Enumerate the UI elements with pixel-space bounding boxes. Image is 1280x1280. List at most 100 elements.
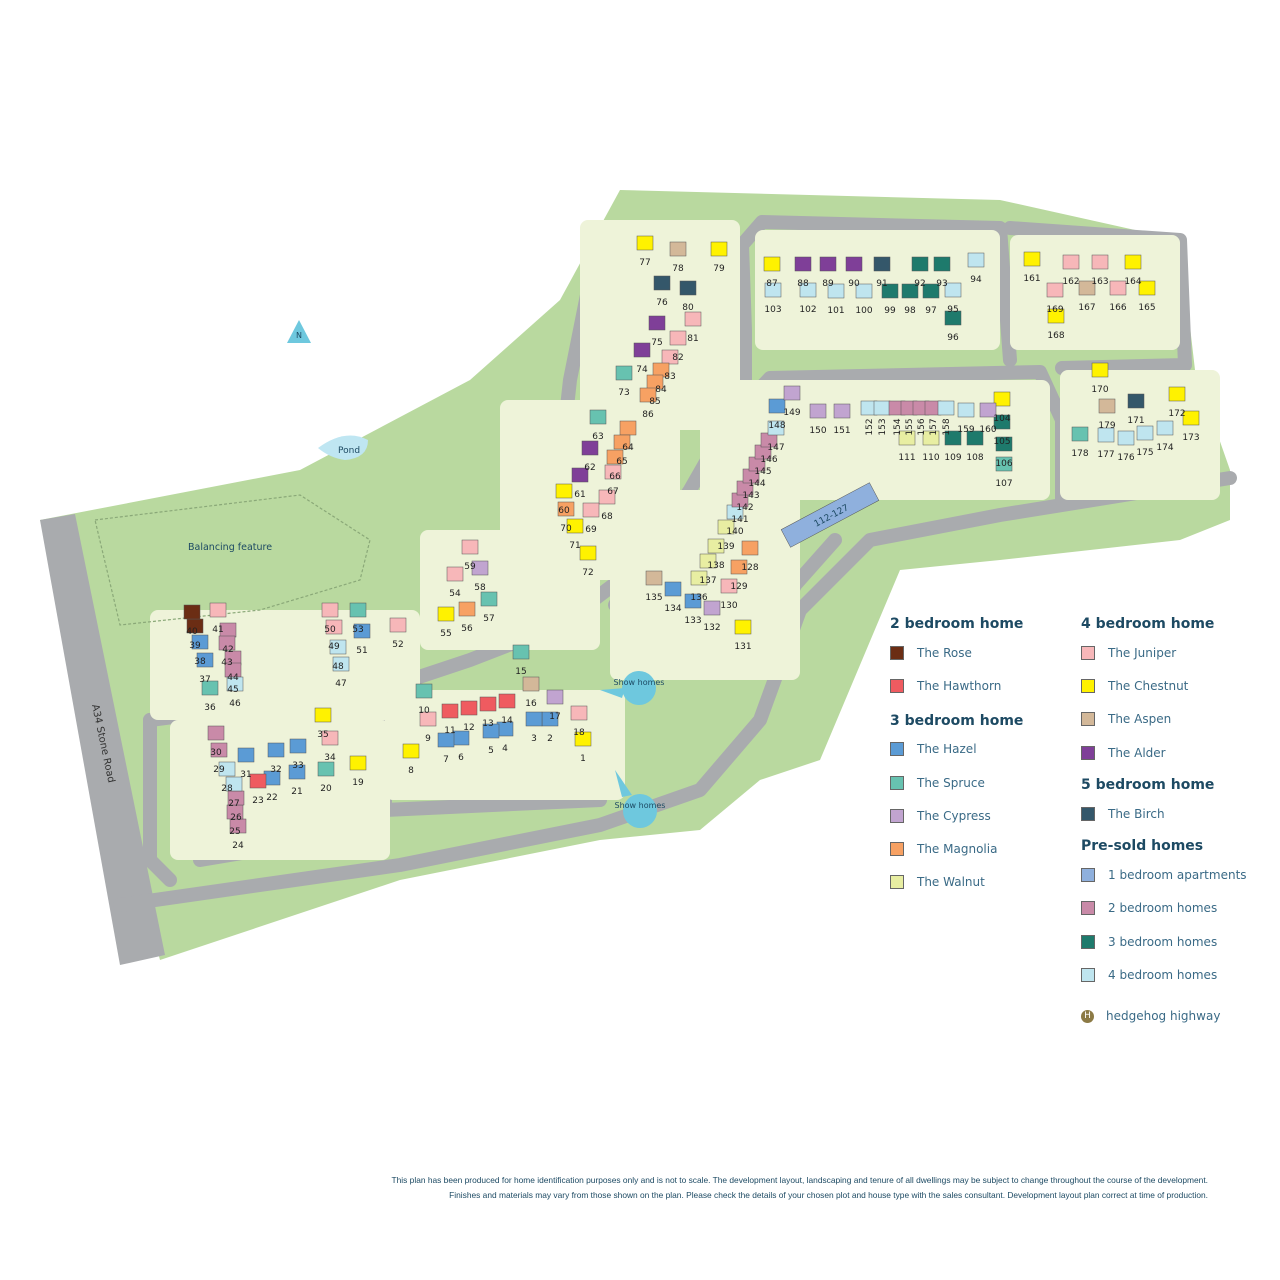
plot-number[interactable]: 173 xyxy=(1182,433,1199,443)
plot-number[interactable]: 144 xyxy=(748,479,765,489)
plot-number[interactable]: 85 xyxy=(649,397,660,407)
plot-number[interactable]: 164 xyxy=(1124,277,1141,287)
plot-number[interactable]: 47 xyxy=(335,679,346,689)
plot-number[interactable]: 74 xyxy=(636,365,648,375)
plot-number[interactable]: 91 xyxy=(876,279,887,289)
plot-number[interactable]: 36 xyxy=(204,703,216,713)
plot-number[interactable]: 90 xyxy=(848,279,860,289)
show-homes-marker[interactable]: Show homes xyxy=(615,770,666,828)
plot-number[interactable]: 80 xyxy=(682,303,694,313)
plot-number[interactable]: 44 xyxy=(227,673,239,683)
plot-number[interactable]: 142 xyxy=(736,503,753,513)
plot-number[interactable]: 130 xyxy=(720,601,737,611)
plot-number[interactable]: 23 xyxy=(252,796,263,806)
plot-number[interactable]: 79 xyxy=(713,264,725,274)
plot-number[interactable]: 42 xyxy=(222,645,233,655)
plot-number[interactable]: 111 xyxy=(898,453,915,463)
plot-number[interactable]: 179 xyxy=(1098,421,1115,431)
plot-number[interactable]: 46 xyxy=(229,699,241,709)
plot-number[interactable]: 152 xyxy=(865,418,875,435)
plot-number[interactable]: 8 xyxy=(408,766,414,776)
plot-number[interactable]: 86 xyxy=(642,410,654,420)
plot-number[interactable]: 137 xyxy=(699,576,716,586)
plot-number[interactable]: 57 xyxy=(483,614,494,624)
plot-number[interactable]: 177 xyxy=(1097,450,1114,460)
plot-number[interactable]: 2 xyxy=(547,734,553,744)
plot-number[interactable]: 60 xyxy=(558,506,570,516)
plot-number[interactable]: 21 xyxy=(291,787,302,797)
plot-number[interactable]: 10 xyxy=(418,706,430,716)
plot-number[interactable]: 176 xyxy=(1117,453,1134,463)
plot-number[interactable]: 66 xyxy=(609,472,621,482)
plot-number[interactable]: 43 xyxy=(221,658,232,668)
plot-number[interactable]: 93 xyxy=(936,279,947,289)
plot-number[interactable]: 56 xyxy=(461,624,473,634)
plot-number[interactable]: 168 xyxy=(1047,331,1064,341)
plot-number[interactable]: 72 xyxy=(582,568,593,578)
plot-number[interactable]: 75 xyxy=(651,338,662,348)
plot-number[interactable]: 64 xyxy=(622,443,634,453)
plot-number[interactable]: 4 xyxy=(502,744,508,754)
plot-number[interactable]: 70 xyxy=(560,524,572,534)
plot-number[interactable]: 95 xyxy=(947,305,958,315)
plot-number[interactable]: 12 xyxy=(463,723,474,733)
plot-number[interactable]: 27 xyxy=(228,799,239,809)
plot-number[interactable]: 105 xyxy=(993,437,1010,447)
plot-number[interactable]: 20 xyxy=(320,784,332,794)
plot-number[interactable]: 140 xyxy=(726,527,743,537)
plot-number[interactable]: 102 xyxy=(799,305,816,315)
plot-number[interactable]: 158 xyxy=(942,418,952,435)
plot-number[interactable]: 13 xyxy=(482,719,493,729)
plot-number[interactable]: 159 xyxy=(957,425,974,435)
a34-stone-road[interactable] xyxy=(40,514,165,965)
plot-number[interactable]: 167 xyxy=(1078,303,1095,313)
plot-number[interactable]: 139 xyxy=(717,542,734,552)
plot-number[interactable]: 172 xyxy=(1168,409,1185,419)
plot-number[interactable]: 161 xyxy=(1023,274,1040,284)
plot-number[interactable]: 35 xyxy=(317,730,328,740)
plot-number[interactable]: 53 xyxy=(352,625,363,635)
plot-number[interactable]: 78 xyxy=(672,264,684,274)
plot-number[interactable]: 41 xyxy=(212,625,223,635)
plot-number[interactable]: 68 xyxy=(601,512,613,522)
plot-number[interactable]: 84 xyxy=(655,385,667,395)
plot-number[interactable]: 155 xyxy=(905,418,915,435)
plot-number[interactable]: 39 xyxy=(189,641,201,651)
plot-number[interactable]: 54 xyxy=(449,589,461,599)
plot-number[interactable]: 19 xyxy=(352,778,364,788)
plot-number[interactable]: 133 xyxy=(684,616,701,626)
plot-number[interactable]: 99 xyxy=(884,306,896,316)
plot-number[interactable]: 146 xyxy=(760,455,777,465)
plot-number[interactable]: 63 xyxy=(592,432,603,442)
plot-number[interactable]: 18 xyxy=(573,728,585,738)
plot-number[interactable]: 52 xyxy=(392,640,403,650)
plot-number[interactable]: 48 xyxy=(332,662,344,672)
plot-number[interactable]: 148 xyxy=(768,421,785,431)
plot-number[interactable]: 71 xyxy=(569,541,580,551)
plot-number[interactable]: 129 xyxy=(730,582,747,592)
plot-number[interactable]: 141 xyxy=(731,515,748,525)
plot-number[interactable]: 69 xyxy=(585,525,597,535)
plot-number[interactable]: 163 xyxy=(1091,277,1108,287)
plot-number[interactable]: 110 xyxy=(922,453,939,463)
plot-number[interactable]: 157 xyxy=(929,418,939,435)
plot-number[interactable]: 29 xyxy=(213,765,225,775)
plot-number[interactable]: 175 xyxy=(1136,448,1153,458)
plot-number[interactable]: 107 xyxy=(995,479,1012,489)
plot-number[interactable]: 150 xyxy=(809,426,826,436)
plot-number[interactable]: 165 xyxy=(1138,303,1155,313)
plot-number[interactable]: 178 xyxy=(1071,449,1088,459)
plot-number[interactable]: 170 xyxy=(1091,385,1108,395)
plot-number[interactable]: 38 xyxy=(194,657,206,667)
plot-number[interactable]: 11 xyxy=(444,726,455,736)
plot-number[interactable]: 132 xyxy=(703,623,720,633)
plot-number[interactable]: 109 xyxy=(944,453,961,463)
plot-number[interactable]: 101 xyxy=(827,306,844,316)
plot-number[interactable]: 156 xyxy=(917,418,927,435)
plot-number[interactable]: 50 xyxy=(324,625,336,635)
plot-number[interactable]: 138 xyxy=(707,561,724,571)
plot-number[interactable]: 49 xyxy=(328,642,340,652)
plot-number[interactable]: 81 xyxy=(687,334,698,344)
show-homes-marker[interactable]: Show homes xyxy=(600,671,664,705)
